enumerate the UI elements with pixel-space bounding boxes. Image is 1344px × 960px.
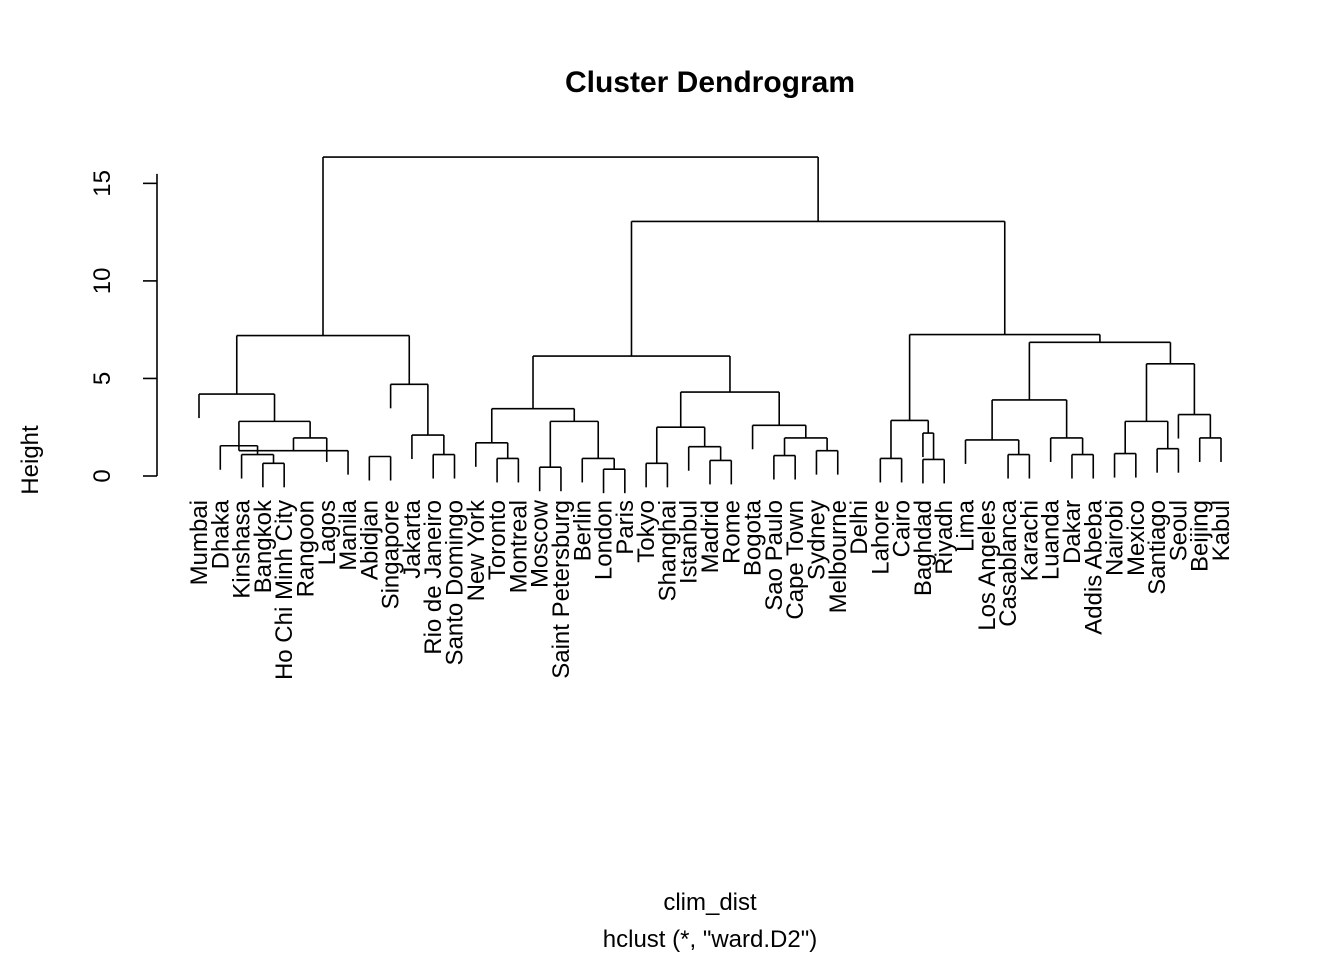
leaf-label: Kinshasa	[229, 499, 256, 598]
leaf-label: Bogota	[740, 499, 767, 576]
leaf-label: Rome	[718, 500, 745, 564]
y-tick-label: 5	[89, 372, 116, 385]
leaf-label: Santo Domingo	[442, 500, 469, 665]
y-tick-label: 10	[89, 268, 116, 295]
leaf-label: London	[591, 500, 618, 580]
leaf-label: Mexico	[1123, 500, 1150, 576]
leaf-label: Kabul	[1208, 500, 1235, 561]
leaf-label: Manila	[335, 499, 362, 570]
leaf-label: Ho Chi Minh City	[271, 500, 298, 680]
y-axis-label: Height	[17, 425, 44, 495]
leaf-label: New York	[463, 499, 490, 601]
leaf-label: Delhi	[846, 500, 873, 555]
leaf-label: Casablanca	[995, 499, 1022, 626]
leaf-label: Toronto	[484, 500, 511, 580]
x-axis-label: clim_dist	[663, 889, 757, 916]
leaf-label: Berlin	[569, 500, 596, 561]
leaf-label: Cape Town	[782, 500, 809, 620]
method-sublabel: hclust (*, "ward.D2")	[603, 926, 817, 953]
leaf-label: Seoul	[1165, 500, 1192, 561]
leaf-label: Lagos	[314, 500, 341, 565]
leaf-label: Paris	[612, 500, 639, 555]
leaf-label: Baghdad	[910, 500, 937, 596]
leaf-label: Abidjan	[356, 500, 383, 580]
leaf-label: Nairobi	[1102, 500, 1129, 576]
y-axis: 0 5 10 15	[89, 170, 158, 483]
leaf-label: Istanbul	[676, 500, 703, 584]
leaf-label: Madrid	[697, 500, 724, 573]
leaf-label: Melbourne	[825, 500, 852, 613]
leaf-label: Addis Abeba	[1080, 499, 1107, 634]
leaf-label: Jakarta	[399, 499, 426, 578]
leaf-label: Shanghai	[654, 500, 681, 601]
leaf-label: Lima	[953, 499, 980, 552]
leaf-label: Dakar	[1059, 500, 1086, 564]
y-tick-label: 0	[89, 469, 116, 482]
leaf-label: Karachi	[1016, 500, 1043, 581]
dendrogram-tree	[198, 156, 1222, 494]
leaf-label: Sao Paulo	[761, 500, 788, 611]
chart-title: Cluster Dendrogram	[565, 66, 855, 99]
leaf-label: Tokyo	[633, 500, 660, 563]
leaf-label: Lahore	[867, 500, 894, 575]
leaf-label: Luanda	[1038, 499, 1065, 580]
leaf-label: Beijing	[1187, 500, 1214, 572]
leaf-label: Riyadh	[931, 500, 958, 575]
leaf-label: Mumbai	[186, 500, 213, 585]
leaf-label: Santiago	[1144, 500, 1171, 595]
leaf-label: Rio de Janeiro	[420, 500, 447, 655]
leaf-label: Dhaka	[207, 499, 234, 569]
leaf-label: Cairo	[889, 500, 916, 557]
leaf-label: Moscow	[527, 499, 554, 588]
leaf-label: Bangkok	[250, 499, 277, 593]
leaf-label: Rangoon	[292, 500, 319, 597]
leaf-label: Saint Petersburg	[548, 500, 575, 679]
leaf-label: Montreal	[505, 500, 532, 593]
y-tick-label: 15	[89, 170, 116, 197]
leaf-label: Singapore	[378, 500, 405, 609]
leaf-label: Los Angeles	[974, 500, 1001, 631]
leaf-label: Sydney	[803, 500, 830, 580]
